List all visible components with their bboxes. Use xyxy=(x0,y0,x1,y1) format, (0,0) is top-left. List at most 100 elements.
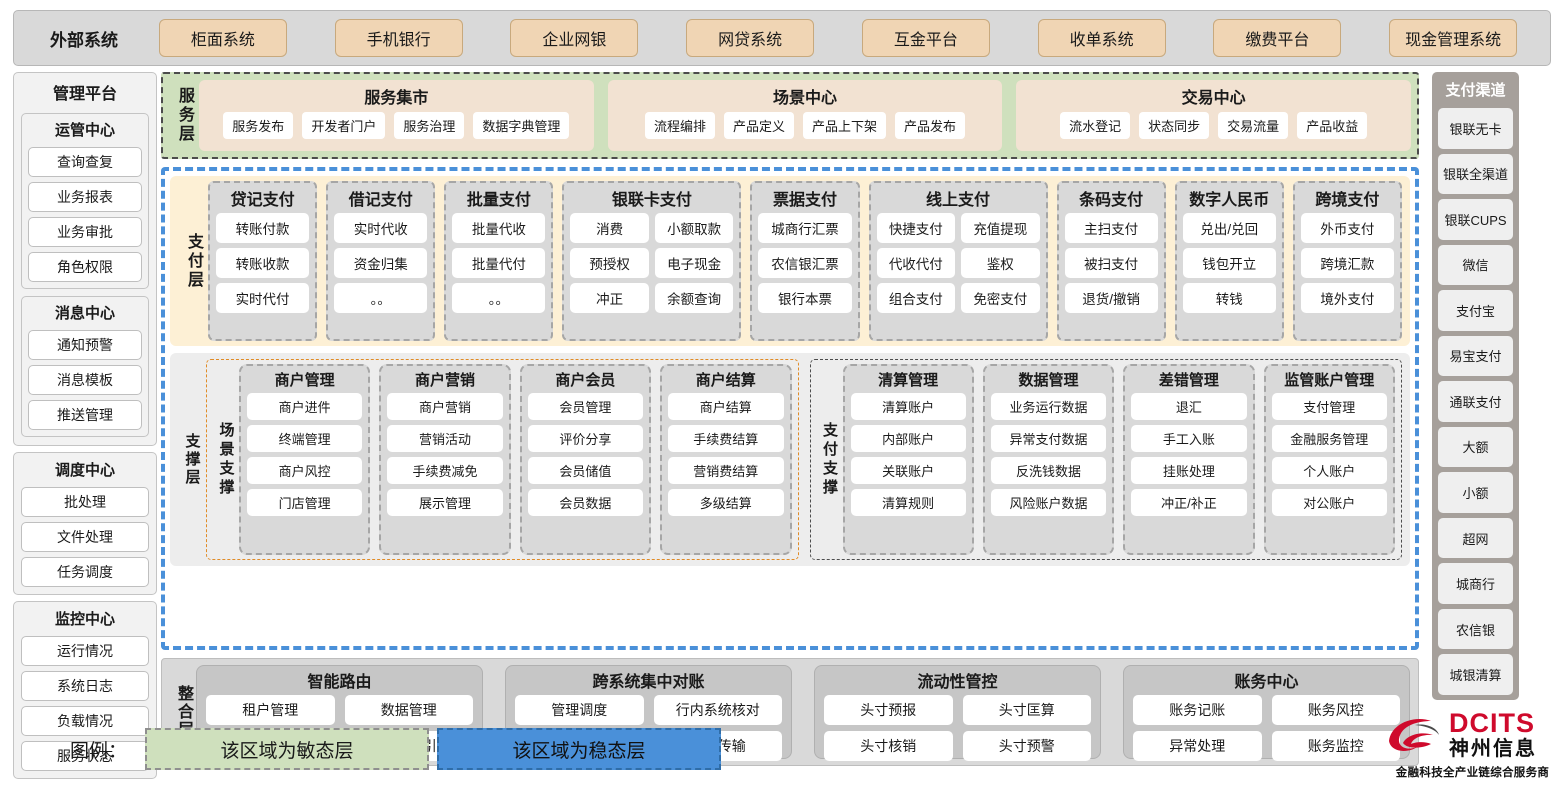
payment-channel-item[interactable]: 超网 xyxy=(1438,517,1513,559)
mgmt-item[interactable]: 查询查复 xyxy=(28,147,142,177)
service-item[interactable]: 流水登记 xyxy=(1060,112,1131,139)
payment-channel-item[interactable]: 支付宝 xyxy=(1438,290,1513,331)
integration-cell[interactable]: 账务监控 xyxy=(1271,731,1400,761)
mgmt-item[interactable]: 消息模板 xyxy=(28,365,142,395)
payment-channel-item[interactable]: 城银清算 xyxy=(1438,654,1513,695)
payment-cell[interactable]: 兑出/兑回 xyxy=(1182,213,1276,243)
support-cell[interactable]: 内部账户 xyxy=(850,425,966,452)
external-system-chip[interactable]: 手机银行 xyxy=(334,19,463,57)
integration-cell[interactable]: 账务风控 xyxy=(1271,695,1400,725)
external-system-chip[interactable]: 现金管理系统 xyxy=(1389,19,1518,57)
support-cell[interactable]: 反洗钱数据 xyxy=(990,457,1107,484)
payment-cell[interactable]: 。。 xyxy=(452,283,546,313)
external-system-chip[interactable]: 企业网银 xyxy=(510,19,639,57)
support-cell[interactable]: 会员管理 xyxy=(527,393,644,420)
support-cell[interactable]: 商户风控 xyxy=(247,457,363,484)
service-item[interactable]: 流程编排 xyxy=(644,112,715,139)
support-cell[interactable]: 门店管理 xyxy=(247,489,363,516)
integration-cell[interactable]: 租户管理 xyxy=(206,695,335,725)
support-cell[interactable]: 会员储值 xyxy=(527,457,644,484)
payment-cell[interactable]: 被扫支付 xyxy=(1064,248,1158,278)
external-system-chip[interactable]: 收单系统 xyxy=(1037,19,1166,57)
payment-channel-item[interactable]: 通联支付 xyxy=(1438,381,1513,422)
support-cell[interactable]: 商户营销 xyxy=(387,393,503,420)
payment-cell[interactable]: 转账收款 xyxy=(216,248,310,278)
payment-cell[interactable]: 转钱 xyxy=(1182,283,1276,313)
external-system-chip[interactable]: 网贷系统 xyxy=(686,19,815,57)
integration-cell[interactable]: 头寸预警 xyxy=(962,731,1091,761)
support-cell[interactable]: 冲正/补正 xyxy=(1131,489,1247,516)
payment-cell[interactable]: 实时代付 xyxy=(216,283,310,313)
mgmt-item[interactable]: 系统日志 xyxy=(21,671,149,701)
support-cell[interactable]: 风险账户数据 xyxy=(990,489,1107,516)
payment-cell[interactable]: 跨境汇款 xyxy=(1300,248,1394,278)
support-cell[interactable]: 清算账户 xyxy=(850,393,966,420)
payment-cell[interactable]: 充值提现 xyxy=(961,213,1040,243)
integration-cell[interactable]: 头寸匡算 xyxy=(962,695,1091,725)
mgmt-item[interactable]: 服务状态 xyxy=(21,741,149,771)
mgmt-item[interactable]: 推送管理 xyxy=(28,400,142,430)
mgmt-item[interactable]: 角色权限 xyxy=(28,252,142,282)
payment-cell[interactable]: 外币支付 xyxy=(1300,213,1394,243)
payment-cell[interactable]: 农信银汇票 xyxy=(758,248,852,278)
service-item[interactable]: 产品上下架 xyxy=(803,112,887,139)
payment-cell[interactable]: 境外支付 xyxy=(1300,283,1394,313)
mgmt-item[interactable]: 任务调度 xyxy=(21,557,149,587)
payment-channel-item[interactable]: 微信 xyxy=(1438,244,1513,286)
payment-cell[interactable]: 银行本票 xyxy=(758,283,852,313)
support-cell[interactable]: 对公账户 xyxy=(1271,489,1387,516)
integration-cell[interactable]: 异常处理 xyxy=(1133,731,1262,761)
payment-channel-item[interactable]: 小额 xyxy=(1438,472,1513,513)
payment-cell[interactable]: 电子现金 xyxy=(654,248,734,278)
support-cell[interactable]: 营销活动 xyxy=(387,425,503,452)
service-item[interactable]: 状态同步 xyxy=(1139,112,1210,139)
payment-channel-item[interactable]: 银联无卡 xyxy=(1438,108,1513,149)
service-item[interactable]: 数据字典管理 xyxy=(473,112,570,139)
payment-channel-item[interactable]: 城商行 xyxy=(1438,563,1513,604)
payment-cell[interactable]: 主扫支付 xyxy=(1064,213,1158,243)
support-cell[interactable]: 会员数据 xyxy=(527,489,644,516)
payment-cell[interactable]: 小额取款 xyxy=(654,213,734,243)
payment-cell[interactable]: 快捷支付 xyxy=(876,213,956,243)
support-cell[interactable]: 金融服务管理 xyxy=(1271,425,1387,452)
service-item[interactable]: 开发者门户 xyxy=(302,112,386,139)
support-cell[interactable]: 评价分享 xyxy=(527,425,644,452)
external-system-chip[interactable]: 缴费平台 xyxy=(1213,19,1342,57)
payment-cell[interactable]: 批量代付 xyxy=(452,248,546,278)
service-item[interactable]: 产品发布 xyxy=(895,112,966,139)
payment-cell[interactable]: 转账付款 xyxy=(216,213,310,243)
external-system-chip[interactable]: 互金平台 xyxy=(861,19,990,57)
support-cell[interactable]: 展示管理 xyxy=(387,489,503,516)
payment-cell[interactable]: 。。 xyxy=(334,283,428,313)
mgmt-item[interactable]: 负载情况 xyxy=(21,706,149,736)
service-item[interactable]: 服务治理 xyxy=(394,112,465,139)
payment-cell[interactable]: 退货/撤销 xyxy=(1064,283,1158,313)
payment-cell[interactable]: 实时代收 xyxy=(334,213,428,243)
payment-cell[interactable]: 余额查询 xyxy=(654,283,734,313)
payment-channel-item[interactable]: 易宝支付 xyxy=(1438,335,1513,377)
integration-cell[interactable]: 账务记账 xyxy=(1133,695,1262,725)
payment-cell[interactable]: 钱包开立 xyxy=(1182,248,1276,278)
payment-cell[interactable]: 冲正 xyxy=(570,283,649,313)
support-cell[interactable]: 异常支付数据 xyxy=(990,425,1107,452)
support-cell[interactable]: 商户结算 xyxy=(668,393,784,420)
mgmt-item[interactable]: 运行情况 xyxy=(21,636,149,666)
integration-cell[interactable]: 头寸预报 xyxy=(824,695,953,725)
support-cell[interactable]: 挂账处理 xyxy=(1131,457,1247,484)
support-cell[interactable]: 个人账户 xyxy=(1271,457,1387,484)
payment-cell[interactable]: 批量代收 xyxy=(452,213,546,243)
payment-cell[interactable]: 预授权 xyxy=(570,248,649,278)
integration-cell[interactable]: 数据管理 xyxy=(344,695,473,725)
mgmt-item[interactable]: 通知预警 xyxy=(28,330,142,360)
support-cell[interactable]: 手续费减免 xyxy=(387,457,503,484)
support-cell[interactable]: 退汇 xyxy=(1131,393,1247,420)
support-cell[interactable]: 多级结算 xyxy=(668,489,784,516)
payment-cell[interactable]: 鉴权 xyxy=(961,248,1040,278)
payment-cell[interactable]: 免密支付 xyxy=(961,283,1040,313)
support-cell[interactable]: 手工入账 xyxy=(1131,425,1247,452)
payment-channel-item[interactable]: 银联全渠道 xyxy=(1438,153,1513,195)
payment-channel-item[interactable]: 农信银 xyxy=(1438,608,1513,650)
external-system-chip[interactable]: 柜面系统 xyxy=(158,19,287,57)
service-item[interactable]: 交易流量 xyxy=(1218,112,1289,139)
service-item[interactable]: 产品定义 xyxy=(723,112,794,139)
